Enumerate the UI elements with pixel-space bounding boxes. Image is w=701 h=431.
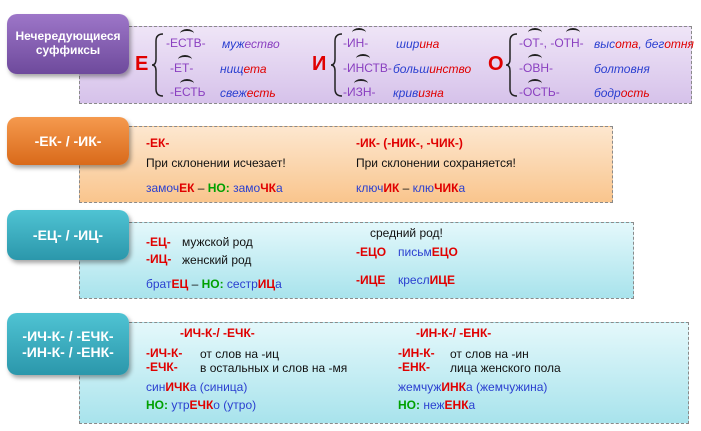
tag-ec-ic: -ЕЦ- / -ИЦ- (7, 210, 129, 260)
suffix-ik: -ИК- (-НИК-, -ЧИК-) (356, 136, 463, 150)
arc-icon (180, 29, 194, 38)
example-krivizna: кривизна (393, 86, 444, 100)
rule-enk: лица женского пола (450, 361, 561, 375)
example-klyuchik: ключИК – клюЧИКа (356, 181, 466, 195)
rule-ek: При склонении исчезает! (146, 156, 286, 170)
suffix-echk: -ЕЧК- (146, 360, 178, 374)
example-bratec: братЕЦ – НО: сестрИЦа (146, 277, 282, 291)
suffix-instv: -ИНСТВ- (343, 61, 392, 75)
example-kreslitse: креслИЦЕ (398, 273, 456, 287)
neuter-note: средний род! (370, 226, 443, 240)
row2-band (79, 126, 613, 203)
suffix-in: -ИН- (343, 36, 369, 50)
arc-icon (352, 28, 366, 37)
suffix-ot-otn: -ОТ-, -ОТН- (519, 36, 584, 50)
letter-o: О (488, 53, 504, 75)
tag-non-alternating: Нечередующиеся суффиксы (7, 14, 129, 74)
example-zhemchuzhinka: жемчужИНКа (жемчужина) (398, 380, 548, 394)
letter-e: Е (135, 53, 149, 75)
example-bolshinstvo: большинство (393, 62, 472, 76)
suffix-ovn: -ОВН- (519, 61, 553, 75)
rule-ic: женский род (182, 253, 252, 267)
rule-echk: в остальных и слов на -мя (200, 361, 348, 375)
suffix-ek: -ЕК- (146, 136, 170, 150)
brace-i-icon (331, 33, 343, 97)
brace-e-icon (152, 33, 164, 97)
heading-ichk-echk: -ИЧ-К-/ -ЕЧК- (180, 326, 255, 340)
row4-band (79, 322, 689, 424)
brace-o-icon (506, 33, 518, 97)
row3-band (79, 222, 634, 299)
example-zamochek: замочЕК – НО: замоЧКа (146, 181, 283, 195)
letter-i: И (312, 53, 327, 75)
heading-ink-enk: -ИН-К-/ -ЕНК- (416, 326, 492, 340)
example-vysota-begotnya: высота, беготня (594, 37, 694, 51)
arc-icon (356, 54, 370, 63)
arc-icon (566, 28, 580, 37)
example-nishcheta: нищета (220, 62, 267, 76)
rule-ichk: от слов на -иц (200, 347, 279, 361)
suffix-ost: -ОСТЬ- (519, 85, 560, 99)
suffix-izn: -ИЗН- (343, 85, 376, 99)
arc-icon (528, 28, 542, 37)
tag-ichk-enk: -ИЧ-К- / -ЕЧК- -ИН-К- / -ЕНК- (7, 313, 129, 375)
suffix-est: -ЕСТЬ (170, 85, 206, 99)
example-shirina: ширина (396, 37, 440, 51)
suffix-ink: -ИН-К- (398, 346, 435, 360)
arc-icon (178, 55, 192, 64)
example-boltovnya: болтовня (594, 62, 650, 76)
example-nezhenka: НО: нежЕНКа (398, 398, 476, 412)
arc-icon (528, 79, 542, 88)
suffix-ichk: -ИЧ-К- (146, 346, 183, 360)
arc-icon (528, 54, 542, 63)
rule-ink: от слов на -ин (450, 347, 529, 361)
suffix-ec: -ЕЦ- (146, 235, 171, 249)
example-bodrost: бодрость (594, 86, 650, 100)
suffix-enk: -ЕНК- (398, 360, 430, 374)
arc-icon (180, 79, 194, 88)
suffix-ice: -ИЦЕ (356, 273, 386, 287)
rule-ec: мужской род (182, 235, 253, 249)
suffix-eco: -ЕЦО (356, 245, 387, 259)
example-svezhest: свежесть (220, 86, 276, 100)
tag-ek-ik: -ЕК- / -ИК- (7, 117, 129, 165)
suffix-ic: -ИЦ- (146, 252, 172, 266)
example-sinichka: синИЧКа (синица) (146, 380, 248, 394)
suffix-et: -ЕТ- (170, 61, 194, 75)
rule-ik: При склонении сохраняется! (356, 156, 516, 170)
row1-band (79, 26, 692, 104)
arc-icon (354, 79, 368, 88)
example-pismetso: письмЕЦО (398, 245, 458, 259)
suffix-estv: -ЕСТВ- (166, 36, 206, 50)
example-muzhestvo: мужество (222, 37, 280, 51)
example-utrechko: НО: утрЕЧКо (утро) (146, 398, 257, 412)
